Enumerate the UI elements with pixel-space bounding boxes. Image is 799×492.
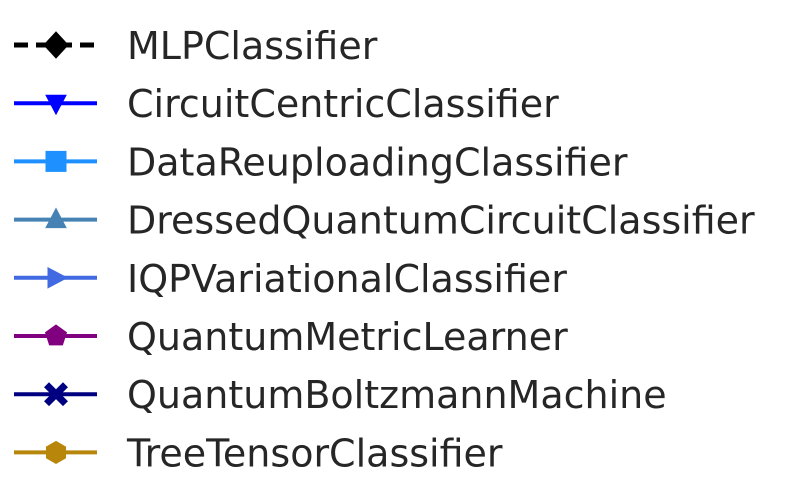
legend-marker-triangle-down (45, 94, 67, 116)
legend-marker-square (45, 150, 67, 172)
legend-entry: IQPVariationalClassifier (14, 257, 567, 301)
legend-marker-pentagon (44, 324, 68, 346)
legend-label: DressedQuantumCircuitClassifier (127, 199, 755, 243)
legend-marker-x-filled (44, 382, 68, 407)
legend-label: IQPVariationalClassifier (127, 257, 567, 301)
legend-entry: QuantumBoltzmannMachine (14, 373, 667, 417)
legend-entry: DataReuploadingClassifier (14, 140, 628, 184)
legend-marker-hexagon (45, 440, 67, 464)
legend-label: QuantumBoltzmannMachine (127, 373, 667, 417)
legend-label: MLPClassifier (127, 24, 378, 68)
legend-entry: MLPClassifier (14, 24, 378, 68)
legend-label: QuantumMetricLearner (127, 315, 568, 359)
legend-entry: CircuitCentricClassifier (14, 82, 559, 126)
legend-marker-triangle-right (47, 266, 69, 289)
legend-label: DataReuploadingClassifier (127, 140, 628, 184)
legend-label: TreeTensorClassifier (126, 431, 503, 475)
legend-entry: QuantumMetricLearner (14, 315, 568, 359)
legend-label: CircuitCentricClassifier (127, 82, 559, 126)
legend-entry: TreeTensorClassifier (14, 431, 503, 475)
legend-marker-diamond (43, 31, 69, 59)
legend-marker-triangle-up (45, 207, 67, 229)
legend-entry: DressedQuantumCircuitClassifier (14, 199, 755, 243)
